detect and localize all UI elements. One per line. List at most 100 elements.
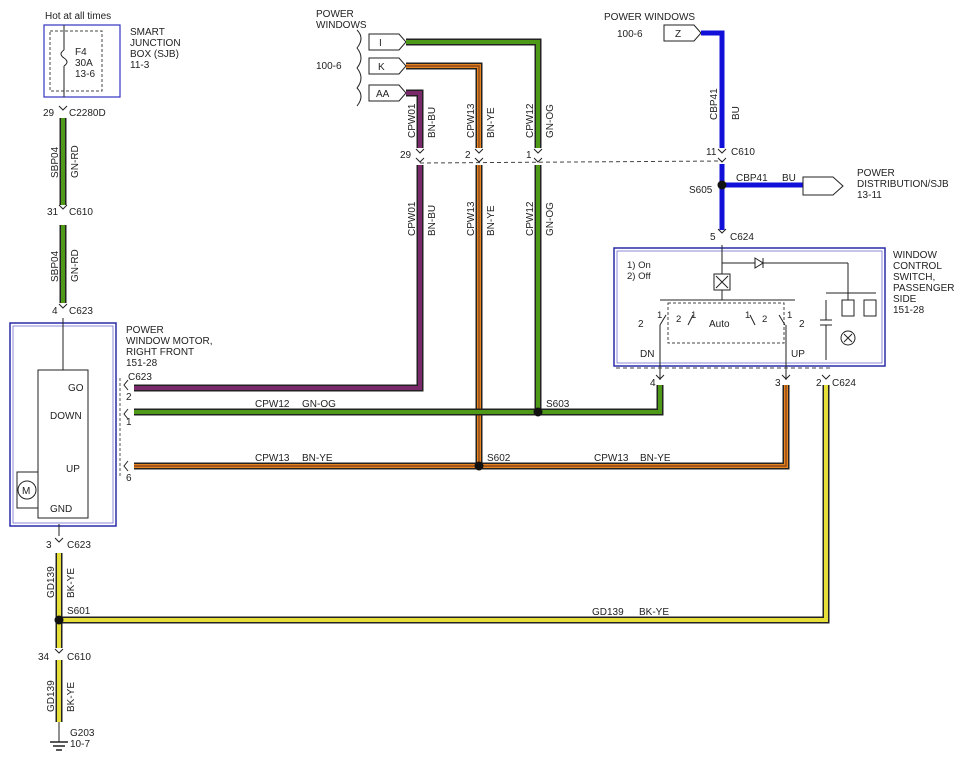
cpw12-label-top: CPW12 xyxy=(525,103,536,138)
diode-icon xyxy=(754,257,764,269)
pw-right-page: 100-6 xyxy=(617,29,643,40)
contact-1b: 1 xyxy=(691,310,696,321)
c623top-label: C623 xyxy=(69,306,93,317)
ground-page: 10-7 xyxy=(70,739,90,750)
bnye-label-right: BN-YE xyxy=(640,453,671,464)
wire-cpw12-top xyxy=(406,40,540,148)
contact-1c: 1 xyxy=(745,310,750,321)
contact-2c: 2 xyxy=(762,314,767,325)
pin-29-icon-2 xyxy=(415,157,425,163)
bnye-label-mid: BN-YE xyxy=(486,205,497,236)
wire-gd139-horiz xyxy=(59,385,828,622)
splice-s603-dot xyxy=(533,407,543,417)
motor-up-label: UP xyxy=(66,464,80,475)
splice-s605: S605 xyxy=(689,185,713,196)
gd139-label-1: GD139 xyxy=(46,566,57,598)
pw-pin-k: K xyxy=(378,62,385,73)
switch-pin-2: 2 xyxy=(816,378,822,389)
pw-pin-aa: AA xyxy=(376,89,390,100)
switch-pin-4: 4 xyxy=(650,378,656,389)
pin-1-icon-2 xyxy=(533,157,543,163)
resistor-icon-2 xyxy=(863,299,877,317)
pw-left-page: 100-6 xyxy=(316,61,342,72)
capacitor-icon xyxy=(820,300,832,360)
fuse-amps: 30A xyxy=(75,58,93,69)
c624bot-label: C624 xyxy=(832,378,856,389)
pw-pin-i-box xyxy=(368,33,407,51)
c610r-icon-2 xyxy=(717,157,727,163)
wire-cpw01-top xyxy=(406,91,422,148)
c610a-connector-icon xyxy=(58,204,68,210)
sjb-fuse-box xyxy=(49,30,103,92)
motor-title-2: WINDOW MOTOR, xyxy=(126,336,212,347)
contact-2b: 2 xyxy=(676,314,681,325)
switch-title-4: PASSENGER xyxy=(893,283,955,294)
splice-s601: S601 xyxy=(67,606,91,617)
motor-down-label: DOWN xyxy=(50,411,82,422)
c624top-pin: 5 xyxy=(710,232,716,243)
bu-label-top: BU xyxy=(731,106,742,120)
splice-s605-dot xyxy=(717,180,727,190)
motor-title-1: POWER xyxy=(126,325,164,336)
pw-left-title-2: WINDOWS xyxy=(316,20,367,31)
pin-29: 29 xyxy=(400,150,412,161)
bkye-label-horiz: BK-YE xyxy=(639,607,669,618)
switch-pin-3-icon xyxy=(781,374,791,380)
switch-title-3: SWITCH, xyxy=(893,272,935,283)
power-dist-line1: POWER xyxy=(857,168,895,179)
wire-cpw13-top-stripe xyxy=(406,65,480,148)
cpw01-label-top: CPW01 xyxy=(407,103,418,138)
pin-29-icon xyxy=(415,148,425,154)
switch-title-1: WINDOW xyxy=(893,250,937,261)
switch-dn-label: DN xyxy=(640,349,654,360)
motor-icon xyxy=(17,480,37,500)
down-pin-icon xyxy=(123,408,129,420)
cpw01-label-mid: CPW01 xyxy=(407,201,418,236)
c610b-icon xyxy=(54,648,64,654)
sjb-title-3: BOX (SJB) xyxy=(130,49,179,60)
switch-pin-2-icon xyxy=(821,374,831,380)
pw-left-harness-icon xyxy=(356,29,362,107)
switch-up-label: UP xyxy=(791,349,805,360)
gnrd-label-2: GN-RD xyxy=(70,249,81,282)
switch-legend-on: 1) On xyxy=(627,260,651,271)
gnog-label-mid: GN-OG xyxy=(545,202,556,236)
pw-left-title-1: POWER xyxy=(316,9,354,20)
wire-cpw12-horiz xyxy=(134,385,662,414)
bkye-label-2: BK-YE xyxy=(66,682,77,712)
wire-cpw01 xyxy=(134,165,422,390)
power-dist-line2: DISTRIBUTION/SJB xyxy=(857,179,949,190)
switch-pin-3: 3 xyxy=(775,378,781,389)
lamp-icon-x xyxy=(843,333,853,343)
c623go-label: C623 xyxy=(128,372,152,383)
c610-connector-line xyxy=(419,160,723,164)
pw-pin-k-box xyxy=(368,57,407,75)
motor-housing xyxy=(16,471,39,509)
bkye-label-1: BK-YE xyxy=(66,568,77,598)
c623bot-pin: 3 xyxy=(46,540,52,551)
sjb-page: 11-3 xyxy=(130,60,150,71)
splice-s603: S603 xyxy=(546,399,570,410)
ground-name: G203 xyxy=(70,728,95,739)
c610r-label: C610 xyxy=(731,147,755,158)
splice-s601-dot xyxy=(54,615,64,625)
switch-contacts-icon xyxy=(659,314,786,326)
gd139-label-horiz: GD139 xyxy=(592,607,624,618)
pw-right-title: POWER WINDOWS xyxy=(604,12,695,23)
c623bot-icon xyxy=(54,537,64,543)
cbp41-label-right: CBP41 xyxy=(736,173,768,184)
switch-legend-off: 2) Off xyxy=(627,271,651,282)
gnog-label-top: GN-OG xyxy=(545,104,556,138)
sjb-hot-label: Hot at all times xyxy=(45,11,111,22)
motor-m-label: M xyxy=(22,486,30,497)
gnrd-label-1: GN-RD xyxy=(70,145,81,178)
c610r-icon xyxy=(717,148,727,154)
wire-gd139-horiz-outline xyxy=(59,385,830,624)
wire-cpw13-horiz xyxy=(134,385,788,468)
pin-2: 2 xyxy=(465,150,471,161)
switch-inner-box xyxy=(616,250,883,364)
bu-label-right: BU xyxy=(782,173,796,184)
c2280d-pin: 29 xyxy=(43,108,55,119)
c2280d-label: C2280D xyxy=(69,108,106,119)
